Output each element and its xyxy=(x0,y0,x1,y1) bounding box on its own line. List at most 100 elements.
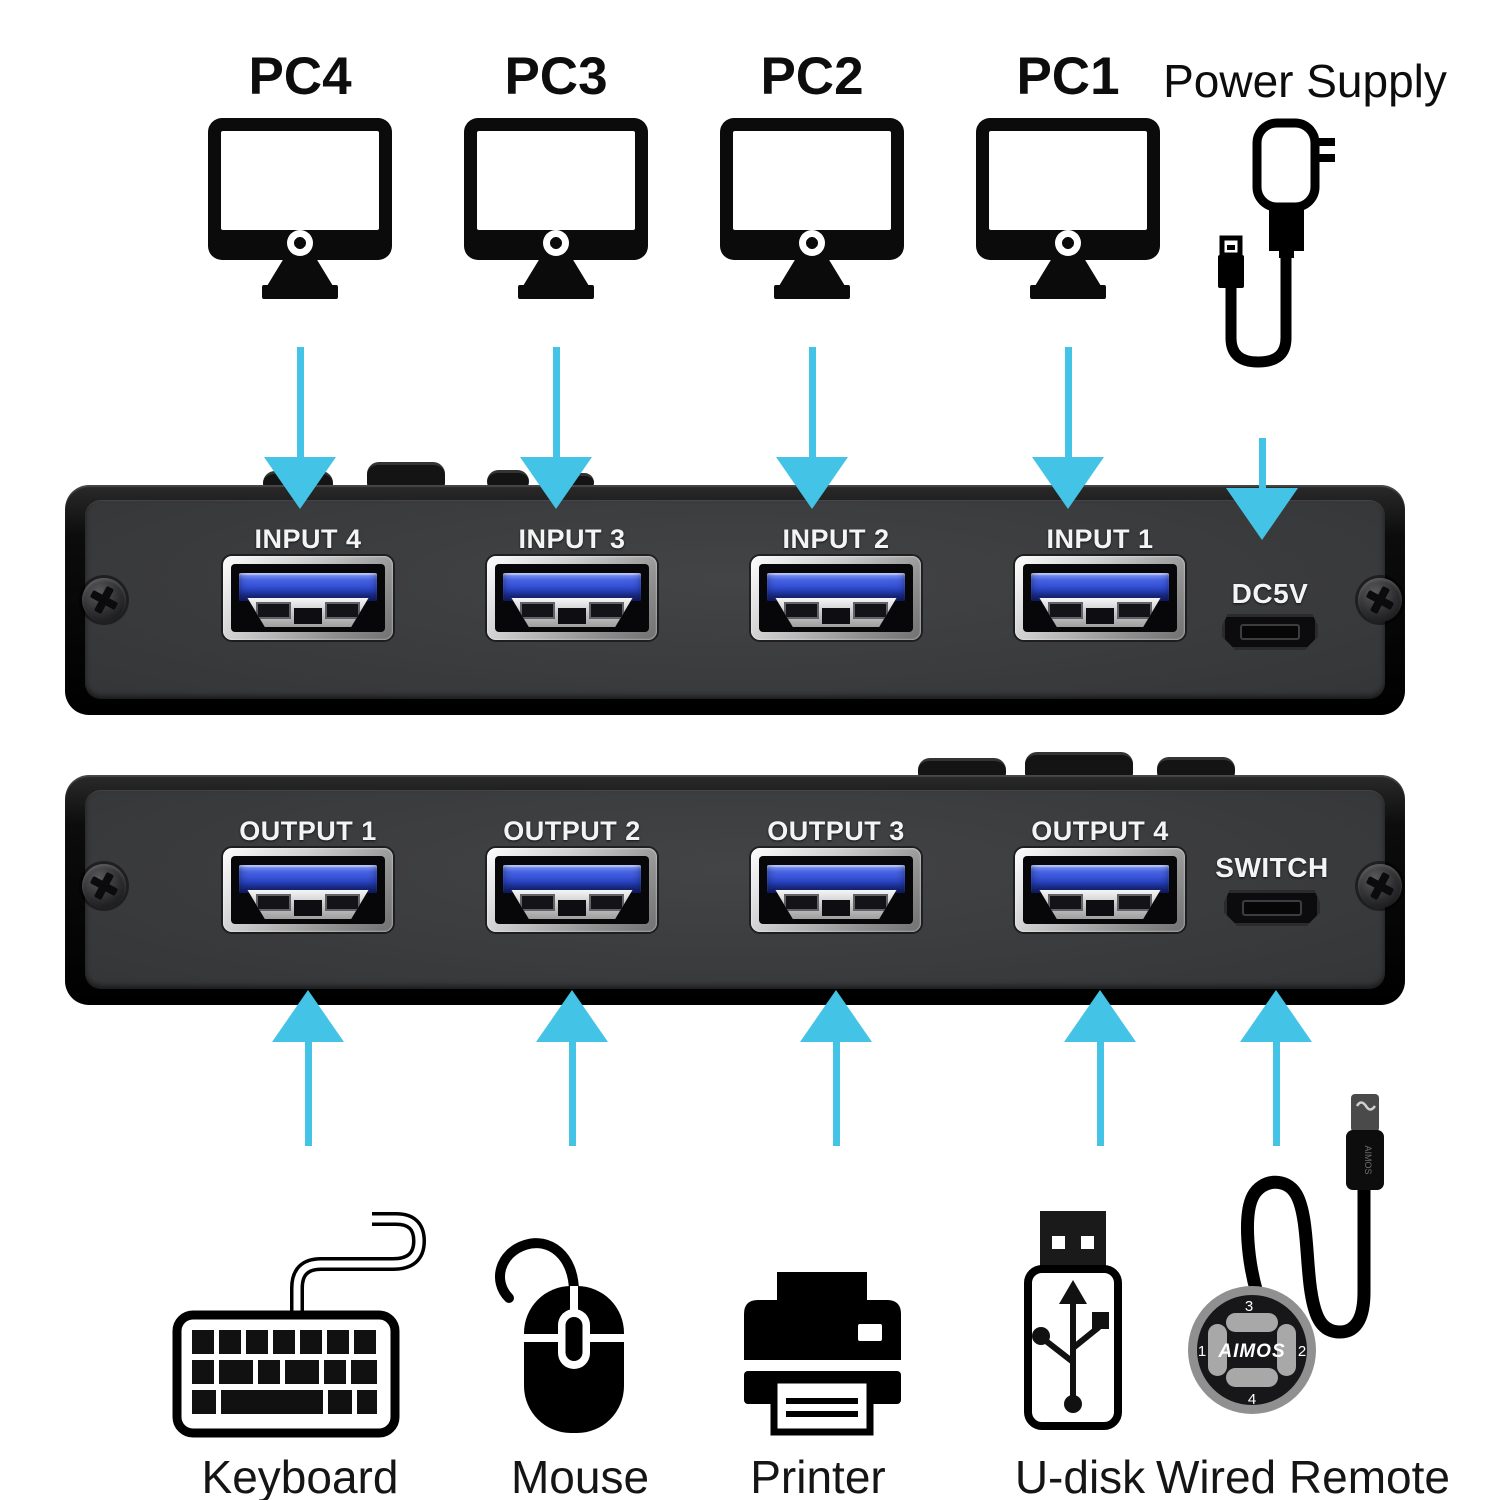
remote-number-4: 4 xyxy=(1248,1391,1256,1408)
remote-face xyxy=(1197,1295,1307,1405)
pc2-label: PC2 xyxy=(760,47,864,106)
monitor-stand xyxy=(779,260,845,286)
usb-shell xyxy=(247,890,369,919)
usb-port-output2 xyxy=(487,848,657,932)
usb-port-input2 xyxy=(751,556,921,640)
printer-paper-line xyxy=(786,1398,858,1404)
arrow-head-remote xyxy=(1240,990,1312,1042)
arrow-shaft-remote xyxy=(1273,1040,1280,1146)
usb-port-output3 xyxy=(751,848,921,932)
udisk-contact xyxy=(1081,1236,1094,1249)
output1-port-label: OUTPUT 1 xyxy=(239,816,377,846)
usb-shell-slot xyxy=(821,899,851,917)
monitor-icon xyxy=(208,118,392,299)
power-supply-label: Power Supply xyxy=(1163,55,1447,107)
arrow-head-pc2 xyxy=(776,457,848,509)
mouse-wheel xyxy=(565,1317,583,1361)
remote-buttons xyxy=(1208,1313,1296,1387)
arrow-head-power xyxy=(1226,488,1298,540)
usb-port-input1 xyxy=(1015,556,1185,640)
keyboard-keys xyxy=(192,1330,377,1414)
micro-port-slot xyxy=(1240,624,1300,640)
usb-cavity xyxy=(759,856,913,924)
keyboard-icon xyxy=(172,1212,427,1438)
switch-label: SWITCH xyxy=(1215,852,1329,883)
usb-shell xyxy=(511,890,633,919)
dc5v-label: DC5V xyxy=(1231,578,1309,609)
remote-usb-body xyxy=(1346,1130,1384,1190)
arrow-head-pc3 xyxy=(520,457,592,509)
monitor-icon xyxy=(720,118,904,299)
remote-number-1: 1 xyxy=(1198,1343,1206,1360)
udisk-contact xyxy=(1052,1236,1065,1249)
power-cable xyxy=(1225,256,1292,368)
arrow-shaft-mouse xyxy=(569,1040,576,1146)
monitor-stand xyxy=(267,260,333,286)
monitor-logo-dot xyxy=(799,230,825,256)
arrow-shaft-pc4 xyxy=(297,347,304,459)
usb-tongue xyxy=(239,865,377,893)
monitor-base xyxy=(518,285,594,299)
printer-slot xyxy=(752,1360,893,1371)
usb-port-input3 xyxy=(487,556,657,640)
arrow-head-pc4 xyxy=(264,457,336,509)
keyboard-label: Keyboard xyxy=(201,1451,399,1500)
pc4-label: PC4 xyxy=(248,47,352,106)
trident-arrow xyxy=(1059,1280,1087,1304)
udisk-label: U-disk xyxy=(1014,1451,1146,1500)
wired-remote-label: Wired Remote xyxy=(1156,1451,1450,1500)
wired-remote-icon: AIMOS 3 1 2 4 AIMOS xyxy=(1188,1094,1384,1414)
monitor-screen xyxy=(733,131,891,230)
remote-usb-tip xyxy=(1351,1094,1379,1132)
screw-icon xyxy=(1358,864,1402,908)
input2-port-label: INPUT 2 xyxy=(782,524,890,554)
arrow-shaft-pc3 xyxy=(553,347,560,459)
monitor-icon xyxy=(464,118,648,299)
usb-a-plug xyxy=(1269,205,1304,251)
usb-shell xyxy=(1039,598,1161,627)
usb-shell xyxy=(1039,890,1161,919)
remote-usb-brand: AIMOS xyxy=(1363,1145,1373,1174)
arrow-head-keyboard xyxy=(272,990,344,1042)
remote-number-3: 3 xyxy=(1245,1298,1253,1315)
keyboard-cable-core xyxy=(293,1215,423,1318)
monitor-screen xyxy=(989,131,1147,230)
remote-cable xyxy=(1241,1175,1371,1339)
usb-shell xyxy=(511,598,633,627)
trident-circle xyxy=(1032,1327,1050,1345)
arrow-head-mouse xyxy=(536,990,608,1042)
arrow-shaft-pc1 xyxy=(1065,347,1072,459)
printer-indicator xyxy=(858,1324,882,1341)
usb-shell xyxy=(247,598,369,627)
pc1-label: PC1 xyxy=(1016,47,1120,106)
plug-prong xyxy=(1315,138,1335,146)
trident-square xyxy=(1092,1312,1109,1329)
printer-body xyxy=(744,1300,901,1360)
usb-shell-slot xyxy=(1085,899,1115,917)
printer-label: Printer xyxy=(750,1451,886,1500)
monitor-base xyxy=(262,285,338,299)
monitor-screen xyxy=(221,131,379,230)
usb-tongue xyxy=(503,865,641,893)
arrow-head-udisk xyxy=(1064,990,1136,1042)
printer-icon xyxy=(744,1272,901,1436)
arrow-shaft-pc2 xyxy=(809,347,816,459)
usb-shell-slot xyxy=(293,899,323,917)
usb-tongue xyxy=(1031,573,1169,601)
arrow-shaft-udisk xyxy=(1097,1040,1104,1146)
monitor-logo-dot xyxy=(543,230,569,256)
remote-button-3 xyxy=(1226,1313,1278,1332)
power-supply-icon xyxy=(1218,118,1335,368)
remote-brand-text: AIMOS xyxy=(1217,1341,1285,1362)
pc3-label: PC3 xyxy=(504,47,608,106)
usb-port-output1 xyxy=(223,848,393,932)
monitor-logo-dot xyxy=(287,230,313,256)
printer-paper xyxy=(770,1376,874,1436)
arrow-shaft-printer xyxy=(833,1040,840,1146)
output4-port-label: OUTPUT 4 xyxy=(1031,816,1169,846)
usb-tongue xyxy=(767,573,905,601)
micro-port-slot xyxy=(1242,900,1302,916)
micro-plug-body xyxy=(1218,255,1244,288)
usb-cavity xyxy=(759,564,913,632)
